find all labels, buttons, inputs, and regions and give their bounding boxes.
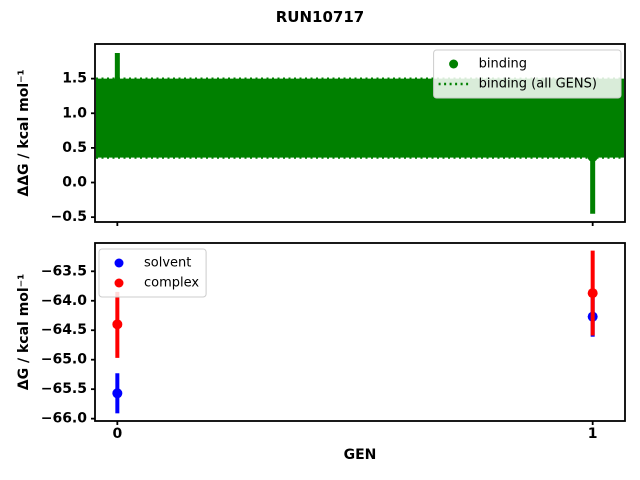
y-tick-label: −65.5 (41, 381, 87, 397)
legend-label: binding (479, 57, 527, 72)
y-axis-label: ΔΔG / kcal mol⁻¹ (16, 69, 32, 196)
y-tick-label: −64.0 (41, 293, 88, 309)
legend: binding binding (all GENS) (433, 49, 622, 99)
figure-title: RUN10717 (275, 8, 365, 26)
y-tick-label: 1.0 (62, 105, 87, 121)
complex-point (112, 319, 123, 330)
legend-label: binding (all GENS) (479, 77, 597, 92)
axes-spines (94, 43, 626, 223)
axes-spines (94, 242, 626, 422)
legend-label: solvent (144, 256, 191, 271)
subplot-1: −63.5 −64.0 −64.5 −65.0 −65.5 −66.0 0 1 ΔG / kca… (16, 242, 626, 463)
binding-point (587, 151, 598, 162)
binding-point (112, 96, 123, 107)
x-axis-label: GEN (344, 447, 377, 463)
legend-label: complex (144, 276, 199, 291)
x-tick-label: 1 (588, 426, 598, 442)
legend-marker-dot (449, 59, 459, 69)
y-tick-label: 1.5 (62, 71, 87, 87)
y-tick-label: 0.5 (62, 140, 87, 156)
legend-marker-dot (114, 278, 124, 288)
complex-point (587, 288, 598, 299)
x-tick-label: 0 (112, 426, 122, 442)
y-tick-label: −66.0 (41, 411, 88, 427)
legend: solvent complex (98, 248, 207, 298)
y-axis-label: ΔG / kcal mol⁻¹ (16, 274, 32, 390)
legend-marker-dot (114, 258, 124, 268)
y-tick-label: −65.0 (41, 352, 88, 368)
y-tick-label: −64.5 (41, 322, 87, 338)
y-tick-label: −63.5 (41, 263, 87, 279)
legend-box (98, 248, 207, 298)
legend-box (433, 49, 622, 99)
y-tick-label: −0.5 (50, 209, 87, 225)
y-tick-label: 0.0 (62, 175, 87, 191)
solvent-point (112, 388, 123, 399)
